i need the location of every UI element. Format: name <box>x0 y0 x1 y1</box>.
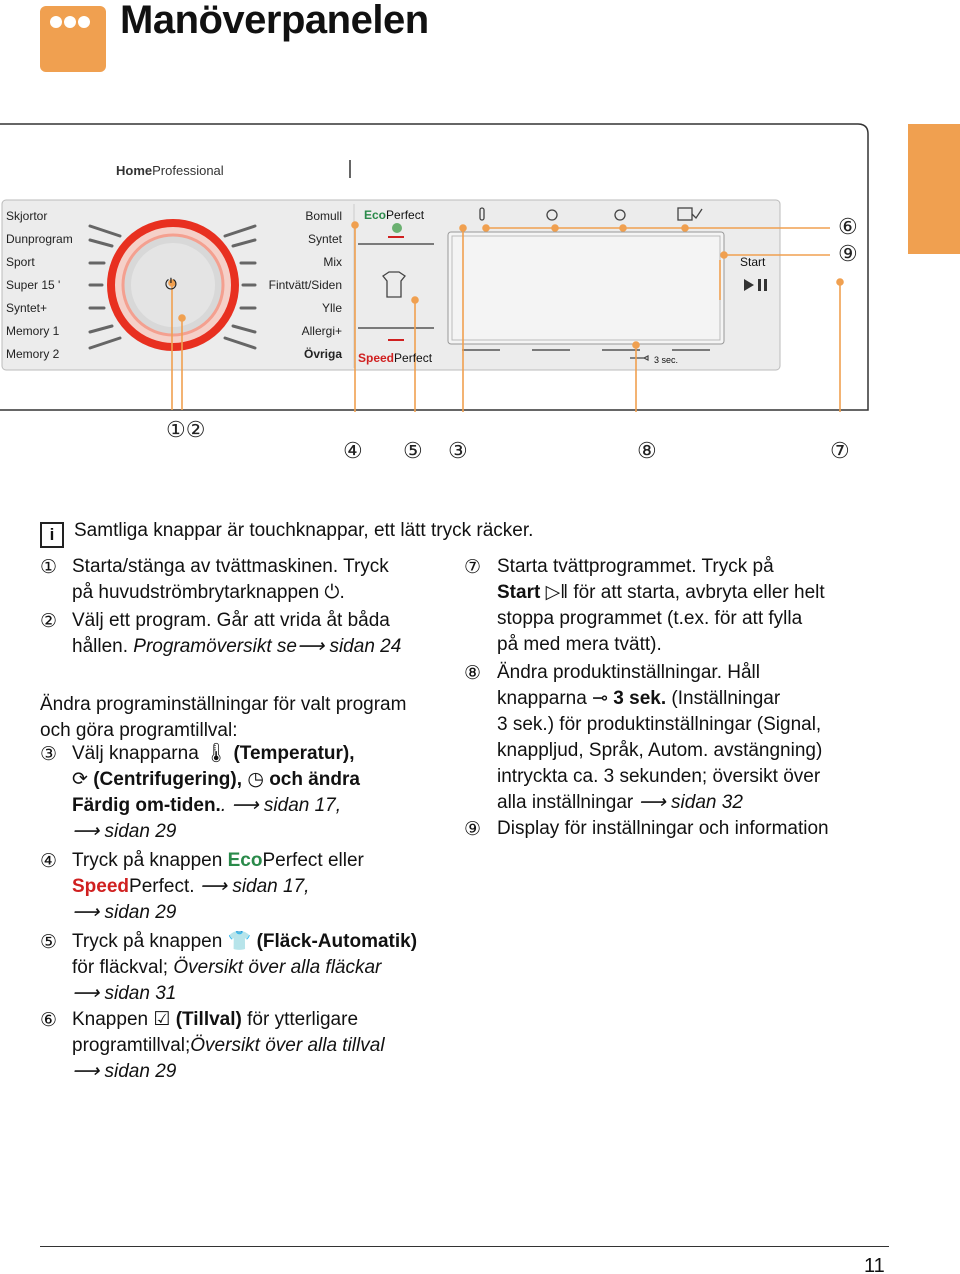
item-number: ① <box>40 557 58 578</box>
callout-1-2: ①② <box>166 417 206 442</box>
control-panel-illustration <box>0 123 869 412</box>
item-9-text: Display för inställningar och informatio… <box>497 818 829 839</box>
callout-9: ⑨ <box>838 241 858 266</box>
program-memory1[interactable]: Memory 1 <box>6 324 60 338</box>
item-7-text: Starta tvättprogrammet. Tryck på Start ▷… <box>497 556 825 655</box>
callout-6: ⑥ <box>838 214 858 239</box>
info-icon: i <box>40 522 64 548</box>
section-icon <box>40 6 106 72</box>
three-sec-label: 3 sec. <box>654 355 679 365</box>
speedperfect-button[interactable]: SpeedPerfect <box>358 351 433 365</box>
item-6-text: Knappen ☑ (Tillval) för ytterligare prog… <box>72 1009 385 1082</box>
program-dunprogram[interactable]: Dunprogram <box>6 232 73 246</box>
item-number: ⑥ <box>40 1010 58 1031</box>
item-number: ④ <box>40 851 58 872</box>
item-number: ② <box>40 611 58 632</box>
power-icon[interactable]: ⏻ <box>165 276 177 293</box>
options-icon: ☑ <box>153 1009 171 1030</box>
shirt-icon: 👕 <box>227 931 252 952</box>
item-2-text: Välj ett program. Går att vrida åt båda … <box>72 610 402 657</box>
program-syntet[interactable]: Syntet <box>307 232 342 246</box>
program-sport[interactable]: Sport <box>6 255 35 269</box>
item-number: ⑦ <box>464 557 482 578</box>
page-number: 11 <box>864 1255 885 1274</box>
callout-4: ④ <box>343 438 363 463</box>
program-mix[interactable]: Mix <box>323 255 342 269</box>
program-syntet-plus[interactable]: Syntet+ <box>6 301 48 315</box>
thermometer-icon: 🌡 <box>204 743 229 764</box>
spin-icon: ⟳ <box>72 769 88 790</box>
footer-rule <box>40 1246 889 1247</box>
wrench-icon: ⊸ <box>592 688 608 709</box>
start-label[interactable]: Start <box>740 255 766 269</box>
page-title: Manöverpanelen <box>120 0 429 42</box>
item-number: ⑧ <box>464 663 482 684</box>
ecoperfect-button[interactable]: EcoPerfect <box>364 208 425 222</box>
callout-5: ⑤ <box>403 438 423 463</box>
clock-icon: ◷ <box>247 769 264 790</box>
item-5-text: Tryck på knappen 👕 (Fläck-Automatik) för… <box>72 931 418 1004</box>
item-4-text: Tryck på knappen EcoPerfect eller SpeedP… <box>72 850 364 923</box>
item-8-text: Ändra produktinställningar. Håll knappar… <box>497 662 823 813</box>
program-bomull[interactable]: Bomull <box>305 209 342 223</box>
dots-icon <box>50 16 90 34</box>
program-memory2[interactable]: Memory 2 <box>6 347 60 361</box>
brand-label: HomeProfessional <box>116 163 224 178</box>
side-tab <box>908 124 960 254</box>
item-number: ③ <box>40 744 58 765</box>
program-ovriga[interactable]: Övriga <box>303 347 342 361</box>
program-allergi[interactable]: Allergi+ <box>301 324 342 338</box>
program-super15[interactable]: Super 15 ' <box>6 278 61 292</box>
callout-7: ⑦ <box>830 438 850 463</box>
item-number: ⑤ <box>40 932 58 953</box>
intro-text: Ändra programinställningar för valt prog… <box>40 694 407 741</box>
item-1-text: Starta/stänga av tvättmaskinen. Tryck på… <box>72 556 389 603</box>
callout-8: ⑧ <box>637 438 657 463</box>
program-skjortor[interactable]: Skjortor <box>6 209 48 223</box>
callout-3: ③ <box>448 438 468 463</box>
program-fintvatt[interactable]: Fintvätt/Siden <box>268 278 342 292</box>
start-pause-icon: ▷‖ <box>545 582 569 603</box>
item-3-text: Välj knapparna 🌡 (Temperatur), ⟳ (Centri… <box>72 743 360 842</box>
item-number: ⑨ <box>464 819 482 840</box>
program-ylle[interactable]: Ylle <box>321 301 342 315</box>
